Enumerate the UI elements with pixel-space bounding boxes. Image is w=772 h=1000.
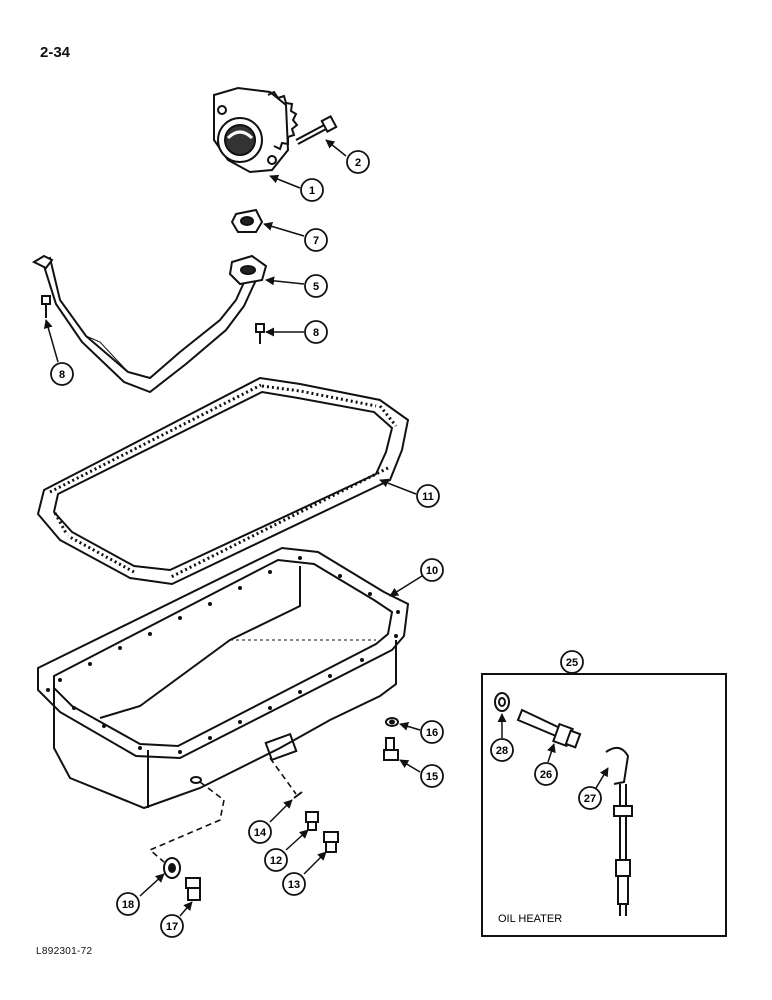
svg-text:13: 13 xyxy=(288,879,300,891)
callout-26: 26 xyxy=(534,743,558,786)
drawing-id: L892301-72 xyxy=(36,946,93,957)
svg-text:28: 28 xyxy=(496,745,508,757)
svg-text:12: 12 xyxy=(270,855,282,867)
pan-gasket xyxy=(36,376,410,586)
svg-text:17: 17 xyxy=(166,921,178,933)
pump-bolt xyxy=(295,115,338,145)
svg-text:10: 10 xyxy=(426,565,438,577)
oil-pan xyxy=(37,546,410,810)
callout-13: 13 xyxy=(282,851,327,896)
callout-17: 17 xyxy=(160,901,193,938)
heater-cord-27 xyxy=(605,746,633,916)
drain-plug-17 xyxy=(185,877,201,901)
fitting-12 xyxy=(305,811,319,831)
callout-27: 27 xyxy=(578,767,609,810)
svg-text:11: 11 xyxy=(422,491,434,503)
callout-18: 18 xyxy=(116,873,165,916)
callout-14: 14 xyxy=(248,799,293,844)
fitting-13 xyxy=(323,831,339,853)
svg-text:25: 25 xyxy=(566,657,578,669)
callout-10: 10 xyxy=(389,558,444,597)
pin-14 xyxy=(293,791,303,799)
svg-text:8: 8 xyxy=(313,327,319,339)
washer-18 xyxy=(163,857,181,879)
heater-element-26 xyxy=(516,708,582,749)
svg-text:8: 8 xyxy=(59,369,65,381)
svg-text:2: 2 xyxy=(355,157,361,169)
bolt-8-right xyxy=(255,323,265,344)
oil-pump xyxy=(213,86,299,174)
inset-label: OIL HEATER xyxy=(498,913,562,925)
page-number: 2-34 xyxy=(40,44,71,61)
svg-text:7: 7 xyxy=(313,235,319,247)
svg-text:15: 15 xyxy=(426,771,438,783)
callout-28: 28 xyxy=(490,713,514,762)
inset-box xyxy=(481,673,727,937)
svg-text:18: 18 xyxy=(122,899,134,911)
plug-15 xyxy=(383,737,399,761)
svg-text:26: 26 xyxy=(540,769,552,781)
washer-16 xyxy=(385,717,399,727)
callout-16: 16 xyxy=(399,720,444,744)
suction-tube xyxy=(31,254,268,394)
callout-12: 12 xyxy=(264,829,309,872)
callout-7: 7 xyxy=(263,222,328,252)
bolt-8-left xyxy=(41,295,51,318)
callout-25: 25 xyxy=(560,650,584,674)
svg-text:5: 5 xyxy=(313,281,319,293)
svg-text:1: 1 xyxy=(309,185,315,197)
callout-8-right: 8 xyxy=(265,320,328,344)
callout-8-left: 8 xyxy=(43,319,74,386)
callout-2: 2 xyxy=(325,139,370,174)
svg-text:16: 16 xyxy=(426,727,438,739)
callout-11: 11 xyxy=(379,478,440,508)
callout-1: 1 xyxy=(269,174,324,202)
callout-15: 15 xyxy=(399,759,444,788)
assembly-lines xyxy=(148,757,297,863)
oil-pan-bolt-holes xyxy=(46,556,400,754)
callout-5: 5 xyxy=(265,274,328,298)
svg-text:14: 14 xyxy=(254,827,267,839)
inset-washer-28 xyxy=(494,692,510,712)
svg-text:27: 27 xyxy=(584,793,596,805)
gasket-small xyxy=(230,208,264,233)
